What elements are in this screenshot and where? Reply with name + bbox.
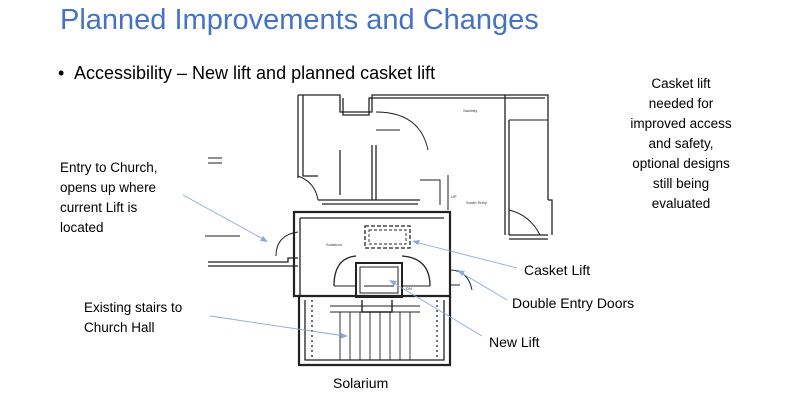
stairs-arrow xyxy=(209,315,346,337)
note-line: optional designs xyxy=(632,156,730,171)
note-line: evaluated xyxy=(651,196,711,211)
casket-lift-note: Casket lift needed for improved access a… xyxy=(622,74,740,214)
plan-label-sacristy: Sacristy xyxy=(463,108,477,113)
note-line: and safety, xyxy=(648,136,714,151)
entry-note: Entry to Church, opens up where current … xyxy=(60,158,158,238)
note-line: current Lift is xyxy=(60,200,138,215)
bullet-point: • Accessibility – New lift and planned ca… xyxy=(58,63,435,84)
casket-lift-arrow xyxy=(414,241,518,269)
bullet-text: Accessibility – New lift and planned cas… xyxy=(74,63,436,83)
entry-arrowhead xyxy=(260,236,268,242)
label-new-lift: New Lift xyxy=(489,334,540,350)
note-line: located xyxy=(60,220,104,235)
doors-arrow xyxy=(459,271,508,301)
bullet-dot: • xyxy=(58,63,65,83)
label-casket-lift: Casket Lift xyxy=(524,262,591,278)
note-line: needed for xyxy=(648,96,714,111)
casket-lift-arrowhead xyxy=(412,240,420,245)
plan-label-up: UP xyxy=(451,194,457,199)
note-line: still being xyxy=(652,176,710,191)
plan-label-solarium: Solarium xyxy=(326,242,342,247)
new-lift-arrowhead xyxy=(389,280,397,286)
note-line: improved access xyxy=(630,116,732,131)
note-line: opens up where xyxy=(60,180,157,195)
new-lift-arrow xyxy=(391,281,483,337)
entry-arrow xyxy=(182,194,266,241)
label-double-doors: Double Entry Doors xyxy=(512,295,635,311)
note-line: Entry to Church, xyxy=(60,160,158,175)
doors-arrowhead xyxy=(457,270,465,276)
plan-label-dn: DN xyxy=(406,286,412,291)
note-line: Existing stairs to xyxy=(84,300,183,315)
label-solarium: Solarium xyxy=(333,375,389,391)
stairs-note: Existing stairs to Church Hall xyxy=(84,298,182,338)
note-line: Church Hall xyxy=(84,320,155,335)
stairs-arrowhead xyxy=(340,333,348,339)
note-line: Casket lift xyxy=(651,76,711,91)
plan-label-south-entry: South Entry xyxy=(466,200,487,205)
slide-title: Planned Improvements and Changes xyxy=(60,4,539,36)
